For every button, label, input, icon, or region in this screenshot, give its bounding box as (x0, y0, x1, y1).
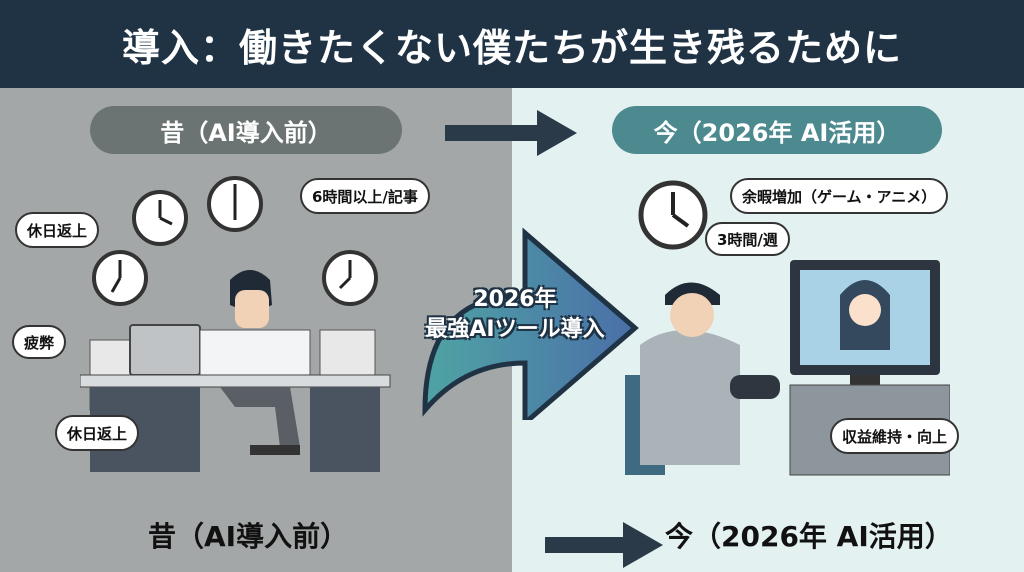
bubble-hours-per-week: 3時間/週 (705, 222, 790, 256)
after-label: 今（2026年 AI活用） (612, 106, 942, 154)
page-title: 導入：働きたくない僕たちが生き残るために (0, 0, 1024, 88)
clock-icon (132, 190, 188, 246)
clock-icon (207, 176, 263, 232)
bubble-more-free-time: 余暇増加（ゲーム・アニメ） (730, 178, 949, 214)
transition-tool: 最強AIツール導入 (425, 317, 605, 342)
footer-before-label: 昔（AI導入前） (148, 520, 349, 553)
before-label: 昔（AI導入前） (90, 106, 402, 154)
bubble-holiday-work: 休日返上 (15, 212, 100, 248)
transition-year: 2026年 (473, 287, 557, 312)
overworked-worker-illustration (80, 270, 391, 472)
bubble-hours-per-article: 6時間以上/記事 (300, 178, 430, 214)
clock-icon (322, 250, 378, 306)
bubble-exhaustion: 疲弊 (12, 325, 67, 359)
footer-after-label: 今（2026年 AI活用） (665, 520, 953, 553)
bottom-arrow-icon (545, 522, 663, 568)
bubble-holiday-work: 休日返上 (55, 415, 140, 451)
relaxed-gamer-illustration (625, 260, 950, 476)
transition-arrow-icon (422, 227, 639, 420)
bubble-revenue: 収益維持・向上 (830, 418, 960, 454)
clock-icon (92, 250, 148, 306)
transition-label: 2026年最強AIツール導入 (395, 285, 635, 345)
clock-icon (638, 180, 708, 250)
top-arrow-icon (445, 110, 577, 156)
